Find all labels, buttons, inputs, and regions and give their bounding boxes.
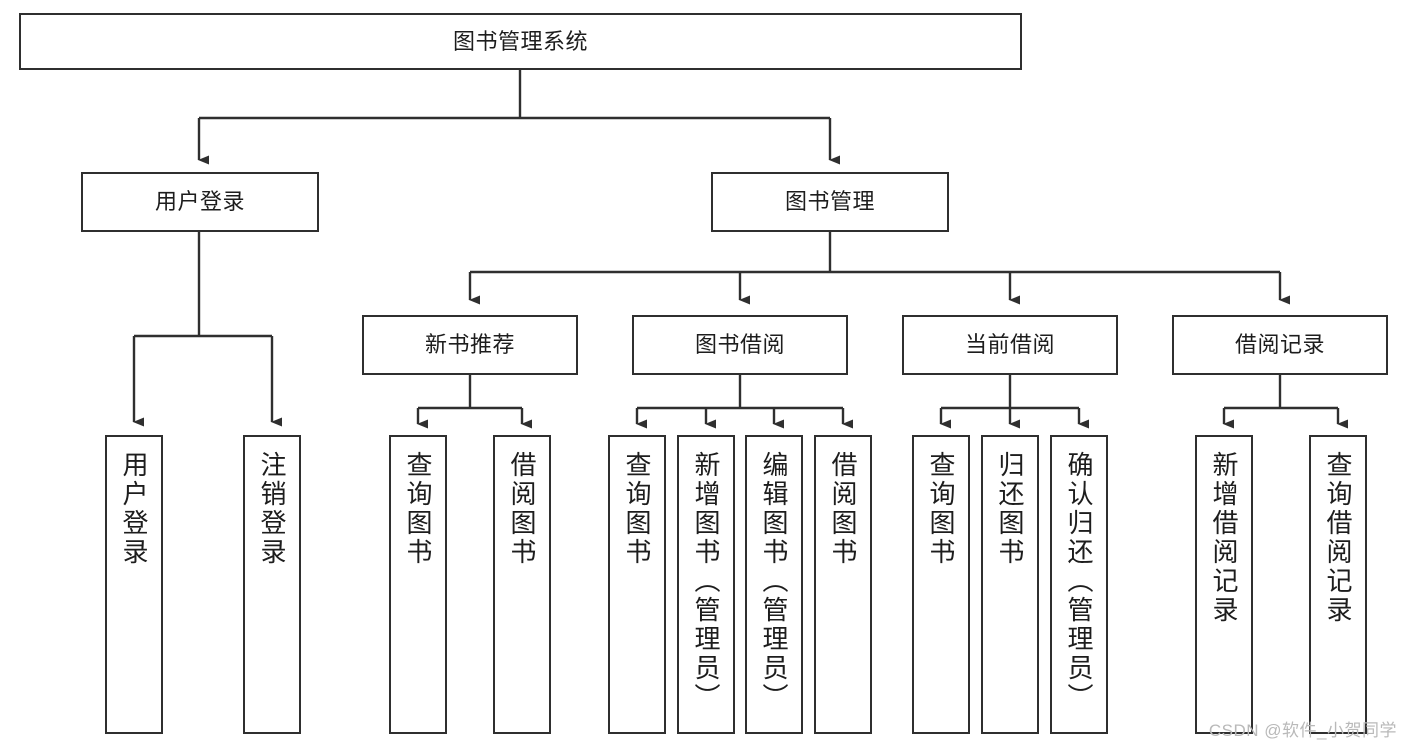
node-book-management[interactable]: 图书管理 bbox=[711, 172, 949, 232]
node-borrow-record[interactable]: 借阅记录 bbox=[1172, 315, 1388, 375]
node-current-borrow[interactable]: 当前借阅 bbox=[902, 315, 1118, 375]
node-book-borrow[interactable]: 图书借阅 bbox=[632, 315, 848, 375]
node-label: 查询图书 bbox=[926, 451, 956, 567]
leaf-return-book[interactable]: 归还图书 bbox=[981, 435, 1039, 734]
watermark-text: CSDN @软件_小贺同学 bbox=[1208, 721, 1397, 740]
node-root-book-management-system[interactable]: 图书管理系统 bbox=[19, 13, 1022, 70]
node-label: 当前借阅 bbox=[964, 332, 1055, 358]
node-label: 用户登录 bbox=[119, 451, 149, 567]
node-label: 新书推荐 bbox=[424, 332, 515, 358]
node-label: 图书借阅 bbox=[694, 332, 785, 358]
leaf-query-book-1[interactable]: 查询图书 bbox=[389, 435, 447, 734]
node-label: 查询图书 bbox=[403, 451, 433, 567]
node-user-login[interactable]: 用户登录 bbox=[81, 172, 319, 232]
leaf-user-login[interactable]: 用户登录 bbox=[105, 435, 163, 734]
leaf-query-book-3[interactable]: 查询图书 bbox=[912, 435, 970, 734]
node-label: 用户登录 bbox=[154, 189, 245, 215]
node-label: 查询图书 bbox=[622, 451, 652, 567]
leaf-query-book-2[interactable]: 查询图书 bbox=[608, 435, 666, 734]
node-label: 借阅记录 bbox=[1234, 332, 1325, 358]
leaf-borrow-book-1[interactable]: 借阅图书 bbox=[493, 435, 551, 734]
leaf-logout-login[interactable]: 注销登录 bbox=[243, 435, 301, 734]
node-label: 查询借阅记录 bbox=[1323, 451, 1353, 625]
node-label: 新增借阅记录 bbox=[1209, 451, 1239, 625]
node-label: 借阅图书 bbox=[507, 451, 537, 567]
node-label: 归还图书 bbox=[995, 451, 1025, 567]
node-label: 新增图书（管理员） bbox=[691, 451, 721, 712]
leaf-confirm-return[interactable]: 确认归还（管理员） bbox=[1050, 435, 1108, 734]
node-new-book-recommend[interactable]: 新书推荐 bbox=[362, 315, 578, 375]
leaf-query-record[interactable]: 查询借阅记录 bbox=[1309, 435, 1367, 734]
node-label: 注销登录 bbox=[257, 451, 287, 567]
leaf-add-book[interactable]: 新增图书（管理员） bbox=[677, 435, 735, 734]
leaf-edit-book[interactable]: 编辑图书（管理员） bbox=[745, 435, 803, 734]
node-label: 编辑图书（管理员） bbox=[759, 451, 789, 712]
leaf-add-record[interactable]: 新增借阅记录 bbox=[1195, 435, 1253, 734]
leaf-borrow-book-2[interactable]: 借阅图书 bbox=[814, 435, 872, 734]
node-label: 借阅图书 bbox=[828, 451, 858, 567]
node-label: 确认归还（管理员） bbox=[1064, 451, 1094, 712]
node-label: 图书管理系统 bbox=[452, 28, 588, 54]
node-label: 图书管理 bbox=[784, 189, 875, 215]
